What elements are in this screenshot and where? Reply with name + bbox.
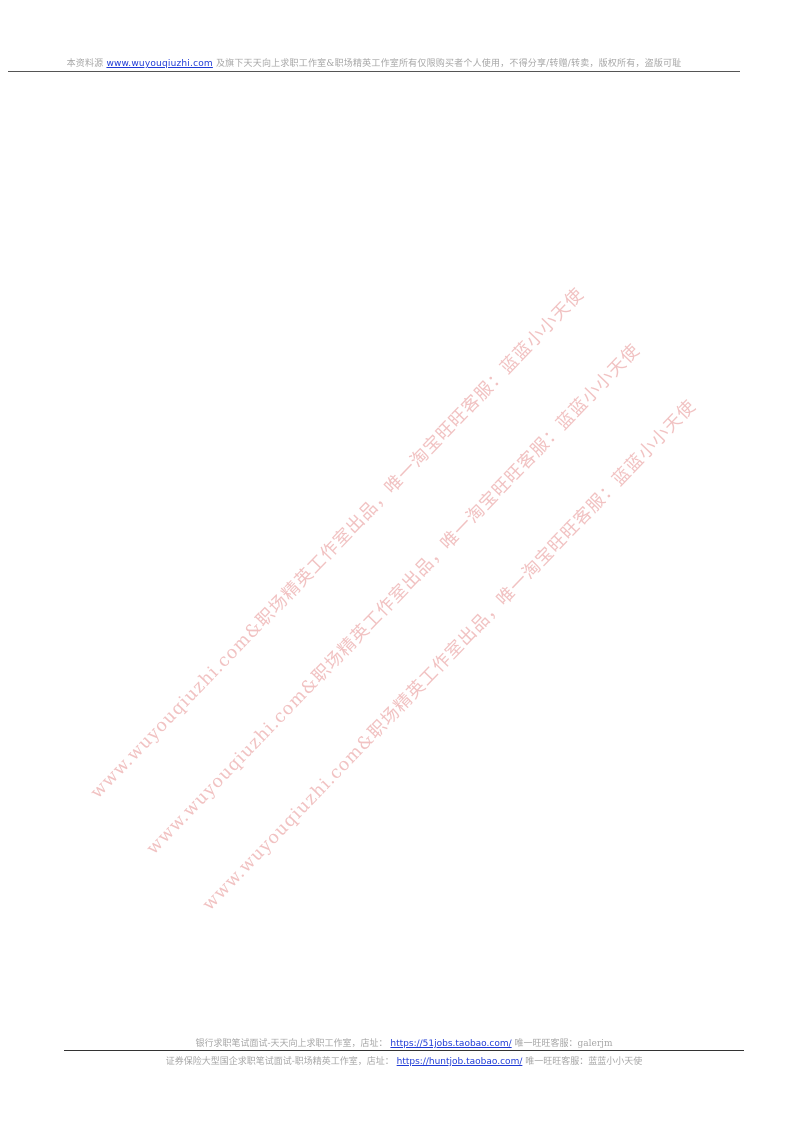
footer-line-2-suffix: 唯一旺旺客服：蓝蓝小小天使 [525,1057,643,1067]
header-divider [8,71,740,72]
header-site-link[interactable]: www.wuyouqiuzhi.com [106,59,213,69]
header-prefix: 本资料源 [66,59,104,69]
header-suffix: 及旗下天天向上求职工作室&职场精英工作室所有仅限购买者个人使用，不得分享/转赠/… [215,59,682,69]
footer-line-2: 证券保险大型国企求职笔试面试-职场精英工作室，店址： https://huntj… [64,1054,744,1067]
watermark-line: www.wuyouqiuzhi.com&职场精英工作室出品，唯一淘宝旺旺客服：蓝… [86,284,589,803]
footer-line-1-suffix: 唯一旺旺客服：galerjm [514,1039,613,1049]
footer-shop-link-1[interactable]: https://51jobs.taobao.com/ [390,1039,512,1049]
footer-line-2-prefix: 证券保险大型国企求职笔试面试-职场精英工作室，店址： [165,1057,394,1067]
footer-line-1: 银行求职笔试面试-天天向上求职工作室，店址： https://51jobs.ta… [64,1036,744,1049]
watermark-line: www.wuyouqiuzhi.com&职场精英工作室出品，唯一淘宝旺旺客服：蓝… [198,396,701,915]
page-header: 本资料源 www.wuyouqiuzhi.com 及旗下天天向上求职工作室&职场… [8,56,740,69]
watermark-line: www.wuyouqiuzhi.com&职场精英工作室出品，唯一淘宝旺旺客服：蓝… [142,340,645,859]
footer-shop-link-2[interactable]: https://huntjob.taobao.com/ [396,1057,523,1067]
footer-line-1-prefix: 银行求职笔试面试-天天向上求职工作室，店址： [195,1039,388,1049]
footer-divider [64,1050,744,1051]
